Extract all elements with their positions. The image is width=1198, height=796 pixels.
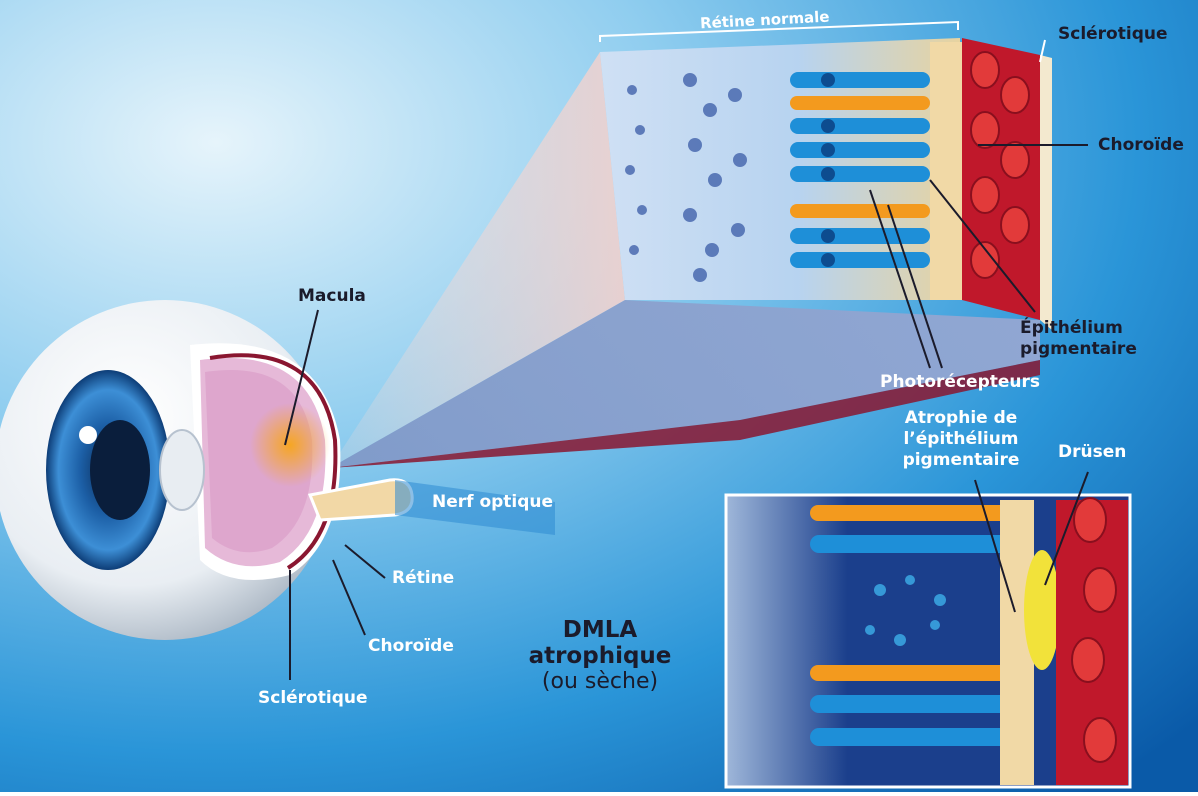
dmla-subtitle: (ou sèche) [510, 669, 690, 695]
label-drusen: Drüsen [1058, 442, 1126, 463]
label-retine: Rétine [392, 568, 454, 589]
label-macula: Macula [298, 286, 366, 307]
label-sclerotique-eye: Sclérotique [258, 688, 368, 709]
label-choroide-right: Choroïde [1098, 135, 1184, 156]
label-epithelium: Épithélium pigmentaire [1020, 318, 1170, 360]
label-nerf-optique: Nerf optique [432, 492, 553, 513]
dmla-title: DMLA atrophique [510, 617, 690, 669]
dmla-inset [726, 495, 1130, 787]
label-sclerotique-top: Sclérotique [1058, 24, 1168, 45]
label-choroide-eye: Choroïde [368, 636, 454, 657]
normal-retina-block [600, 22, 1052, 330]
label-photorecepteurs: Photorécepteurs [880, 372, 1040, 393]
label-atrophie: Atrophie de l’épithélium pigmentaire [886, 408, 1036, 471]
dmla-caption: DMLA atrophique (ou sèche) [510, 617, 690, 695]
